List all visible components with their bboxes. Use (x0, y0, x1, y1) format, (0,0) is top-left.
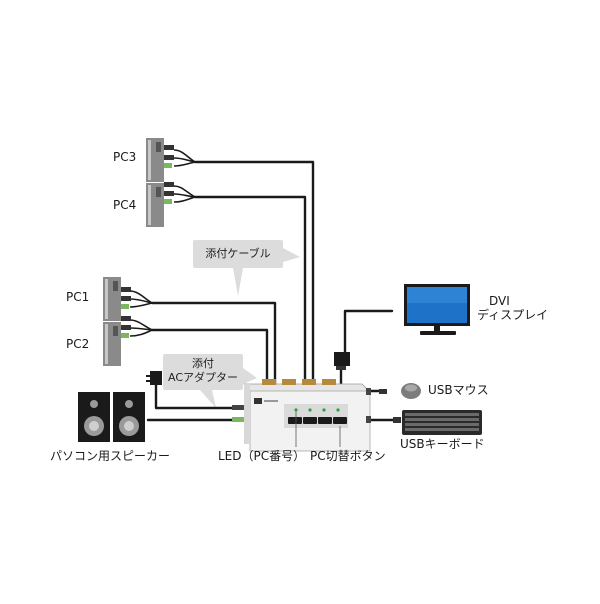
speaker-label: パソコン用スピーカー (50, 449, 171, 463)
dvi-label-line2: ディスプレイ (477, 308, 549, 322)
dvi-label-line1: DVI (489, 294, 510, 308)
pc2-tower (103, 316, 131, 366)
usb-keyboard (393, 410, 482, 435)
adapter-callout-bubble (163, 354, 257, 408)
usb-mouse-label: USBマウス (428, 383, 489, 397)
pc3-label: PC3 (113, 150, 137, 164)
led-label: LED（PC番号） (218, 449, 306, 463)
pc1-label: PC1 (66, 290, 90, 304)
pc4-label: PC4 (113, 198, 137, 212)
pc2-label: PC2 (66, 337, 90, 351)
usb-keyboard-label: USBキーボード (400, 437, 485, 451)
ac-adapter-plug (146, 371, 162, 385)
pc2-cable (150, 328, 269, 386)
pc4-tower (146, 182, 174, 227)
pc4-cable (193, 195, 307, 386)
cable-callout-label: 添付ケーブル (205, 247, 271, 260)
pc1-tower (103, 277, 131, 321)
speaker-left (78, 392, 110, 442)
dvi-monitor (404, 284, 470, 335)
led-button-pointers (295, 412, 341, 447)
dvi-cable (343, 309, 394, 354)
dvi-plug (334, 352, 350, 370)
ac-adapter-cable (154, 383, 234, 410)
kvm-switch-box (232, 379, 371, 452)
pc-breakout-cables (129, 149, 196, 337)
adapter-callout-label-line1: 添付 (192, 357, 214, 370)
pc3-tower (146, 138, 174, 182)
switch-button-label: PC切替ボタン (310, 449, 386, 463)
speaker-right (113, 392, 145, 442)
pc1-cable (150, 301, 277, 386)
cable-callout-bubble (193, 240, 300, 296)
cable-group (146, 160, 396, 422)
usb-mouse (379, 383, 421, 399)
adapter-callout-label-line2: ACアダプター (167, 371, 238, 384)
pc3-cable (193, 160, 315, 386)
